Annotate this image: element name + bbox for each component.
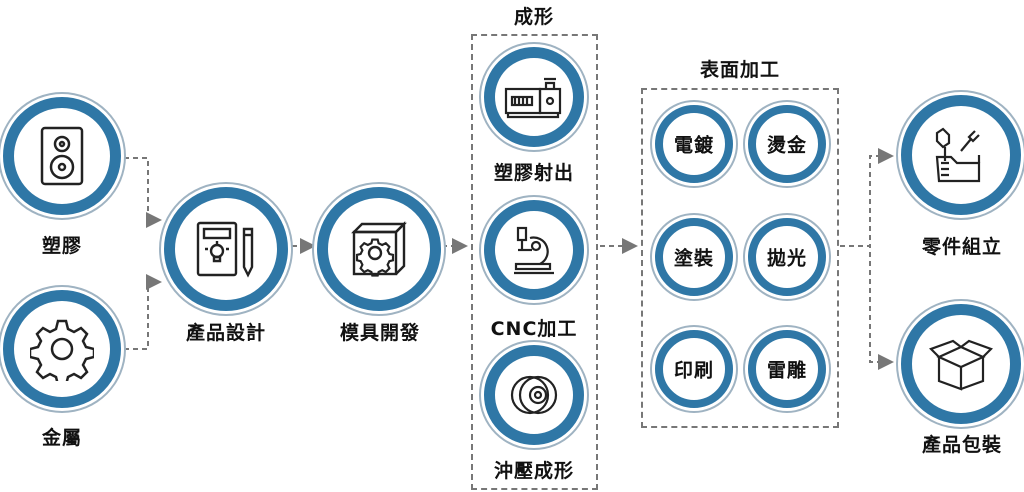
mold-node <box>317 187 441 311</box>
surface-printing-label: 印刷 <box>673 359 715 382</box>
surface-laser-node: 雷雕 <box>748 330 826 408</box>
plastic-node <box>3 97 121 215</box>
forming-title: 成形 <box>513 6 555 28</box>
forming-stamping-label: 沖壓成形 <box>493 460 575 482</box>
surface-painting-node: 塗裝 <box>655 218 733 296</box>
packaging-label: 產品包裝 <box>921 434 1003 456</box>
surface-polishing-label: 拋光 <box>766 247 808 270</box>
surface-group-box <box>641 88 839 428</box>
gear-icon <box>30 319 94 381</box>
metal-label: 金屬 <box>41 427 83 449</box>
assembly-node <box>901 95 1021 215</box>
mold-label: 模具開發 <box>339 322 421 344</box>
surface-title: 表面加工 <box>699 59 781 81</box>
disc-icon <box>510 375 558 415</box>
mold-box-icon <box>351 221 407 277</box>
design-label: 產品設計 <box>185 322 267 344</box>
forming-injection-node <box>484 47 584 147</box>
forming-cnc-label: CNC加工 <box>490 318 578 340</box>
forming-group-box <box>471 34 598 490</box>
microscope-icon <box>514 226 554 275</box>
surface-printing-node: 印刷 <box>655 330 733 408</box>
injection-machine-icon <box>504 77 562 119</box>
design-clipboard-icon <box>196 221 254 278</box>
forming-stamping-node <box>484 345 584 445</box>
surface-electroplating-label: 電鍍 <box>673 134 715 157</box>
forming-cnc-node <box>484 200 584 300</box>
metal-node <box>3 290 121 408</box>
design-node <box>164 187 288 311</box>
speaker-icon <box>40 126 84 186</box>
surface-painting-label: 塗裝 <box>673 247 715 270</box>
packaging-node <box>901 304 1021 424</box>
surface-hotstamp-node: 燙金 <box>748 105 826 183</box>
surface-electroplating-node: 電鍍 <box>655 105 733 183</box>
tools-icon <box>935 127 981 183</box>
surface-polishing-node: 拋光 <box>748 218 826 296</box>
forming-injection-label: 塑膠射出 <box>493 162 575 184</box>
surface-laser-label: 雷雕 <box>766 359 808 382</box>
plastic-label: 塑膠 <box>41 235 83 257</box>
surface-hotstamp-label: 燙金 <box>766 134 808 157</box>
box-icon <box>929 339 993 391</box>
assembly-label: 零件組立 <box>921 236 1003 258</box>
